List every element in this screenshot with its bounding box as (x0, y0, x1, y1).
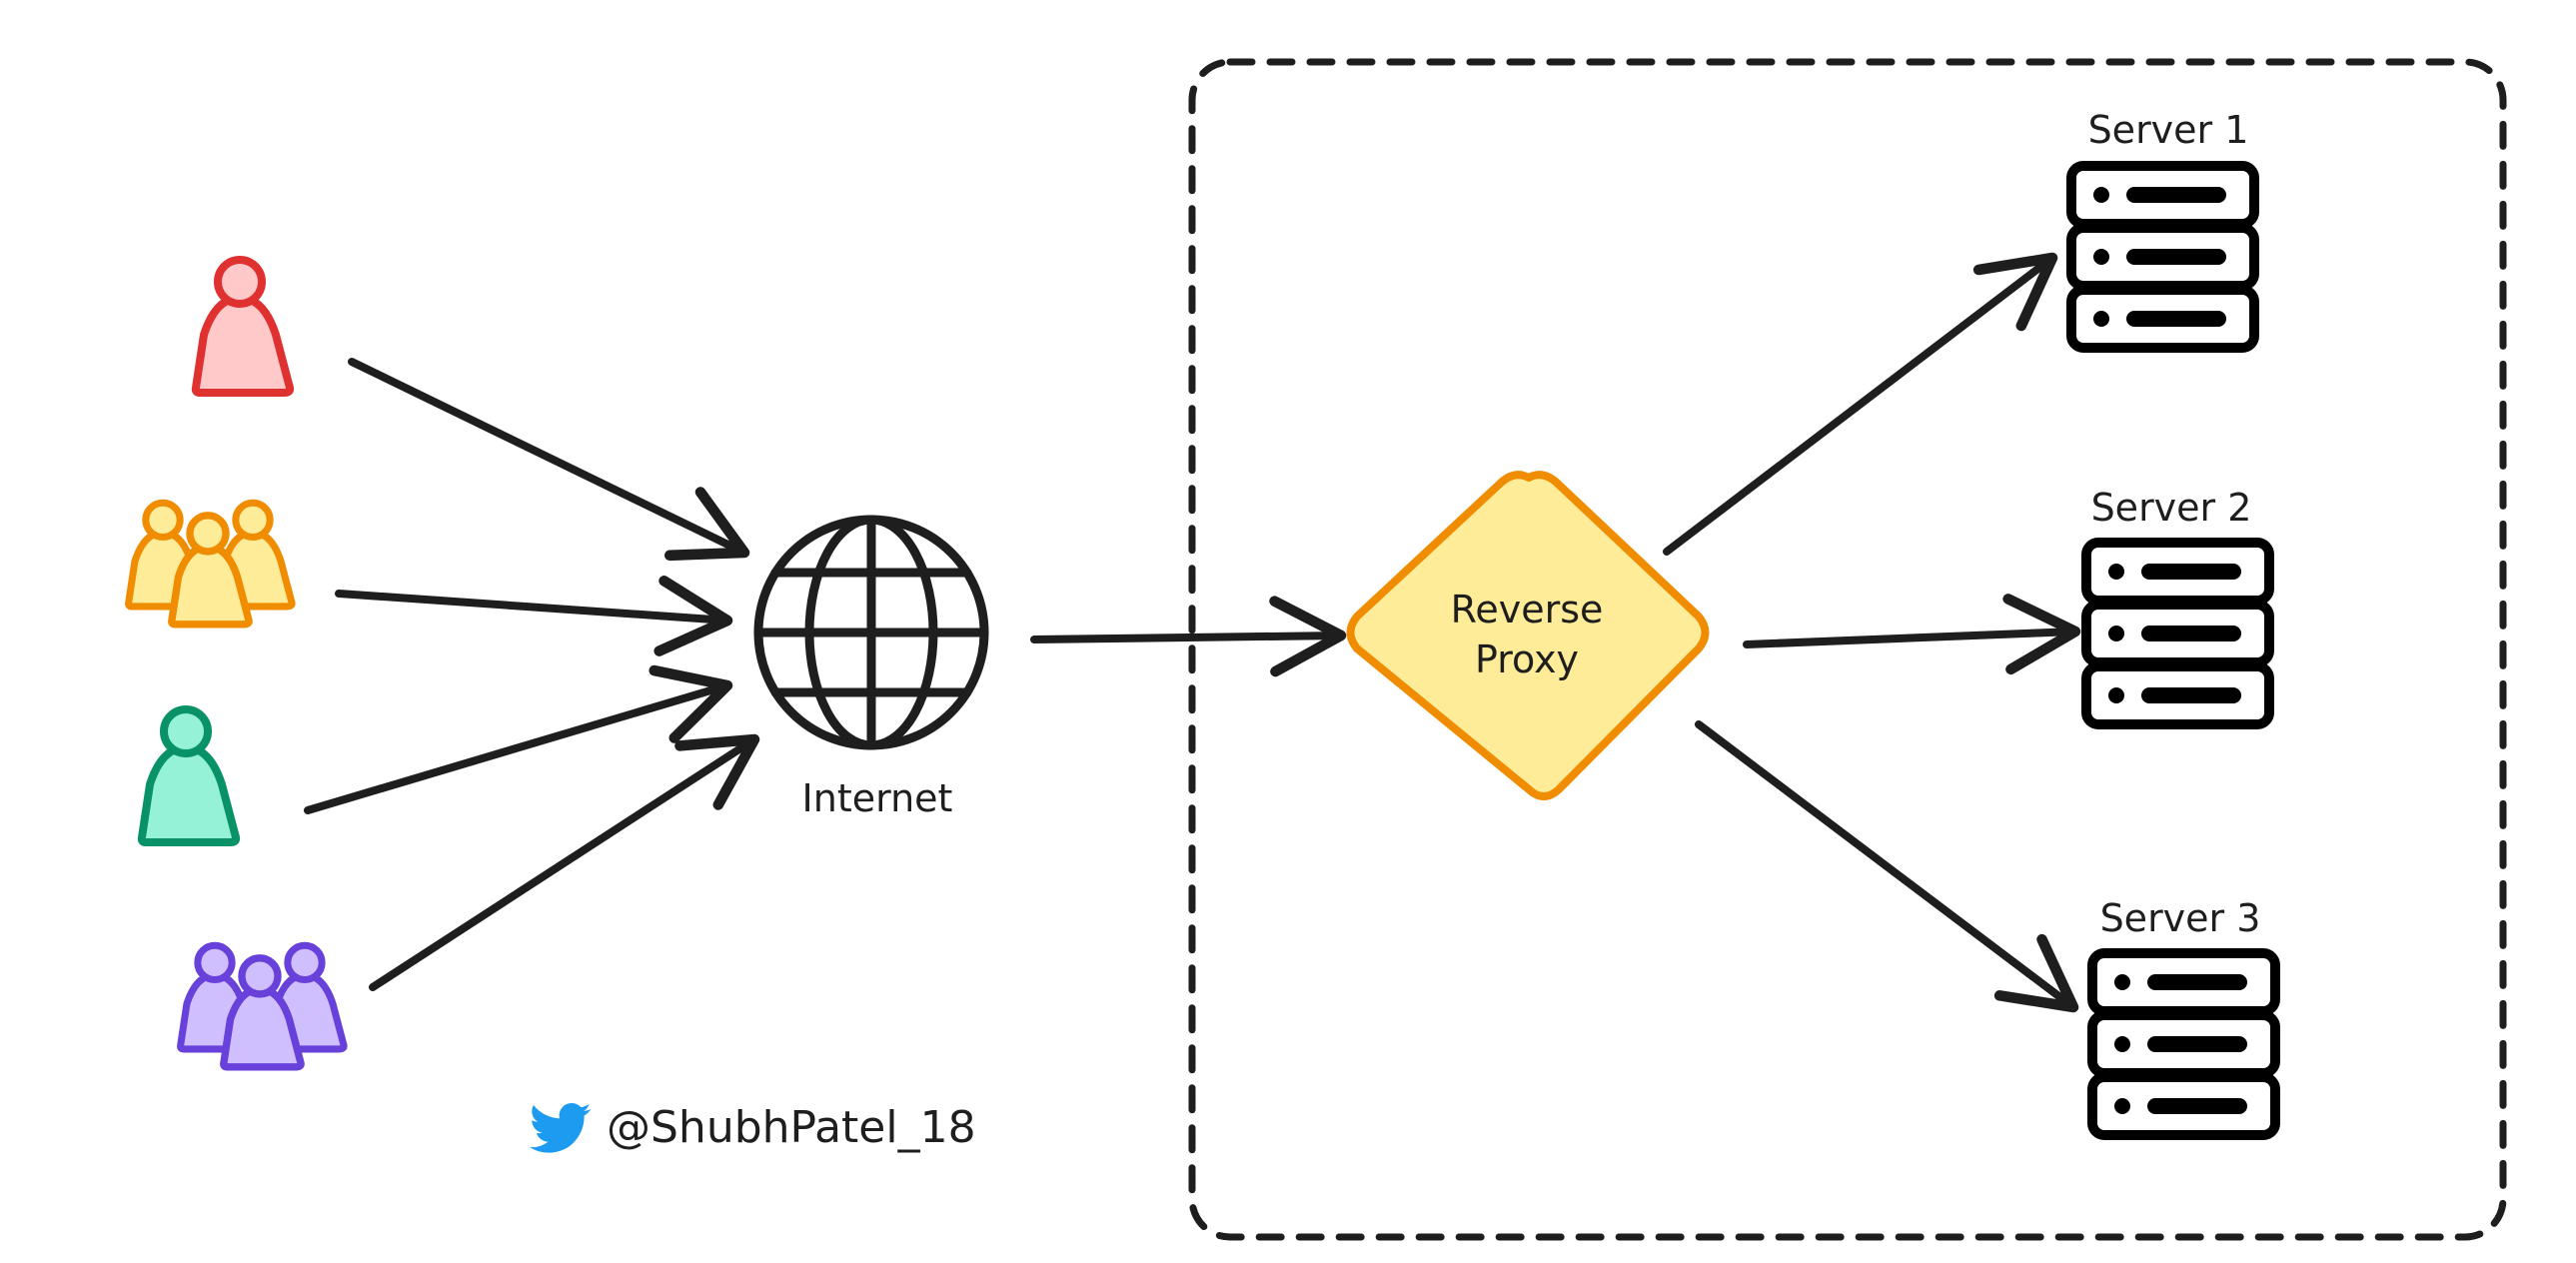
arrow-client3-to-internet (304, 664, 733, 814)
internet-label: Internet (802, 776, 953, 820)
arrow-proxy-to-server2 (1743, 594, 2081, 675)
reverse-proxy-label-line1: Reverse (1451, 588, 1604, 632)
arrow-proxy-to-server1 (1663, 252, 2058, 556)
person-icon (191, 256, 295, 397)
reverse-proxy-label-line2: Proxy (1475, 637, 1579, 681)
group-icon (125, 499, 296, 629)
server1-label: Server 1 (2088, 108, 2249, 152)
server2-label: Server 2 (2091, 486, 2252, 530)
server3-label: Server 3 (2100, 896, 2261, 940)
person-icon (137, 705, 241, 846)
twitter-bird-icon (529, 1102, 592, 1153)
server-icon (2081, 538, 2274, 729)
arrow-internet-to-proxy (1030, 596, 1347, 677)
group-icon (177, 941, 348, 1071)
twitter-handle-label: @ShubhPatel_18 (607, 1102, 976, 1153)
arrow-client4-to-internet (369, 733, 760, 991)
server-icon (2066, 161, 2259, 353)
arrow-client1-to-internet (348, 358, 750, 562)
reverse-proxy-diamond (1346, 471, 1710, 800)
arrow-client2-to-internet (335, 576, 733, 656)
server-icon (2087, 948, 2280, 1140)
globe-icon (753, 515, 989, 750)
arrow-proxy-to-server3 (1695, 720, 2079, 1013)
proxy-boundary-box (1188, 58, 2507, 1241)
